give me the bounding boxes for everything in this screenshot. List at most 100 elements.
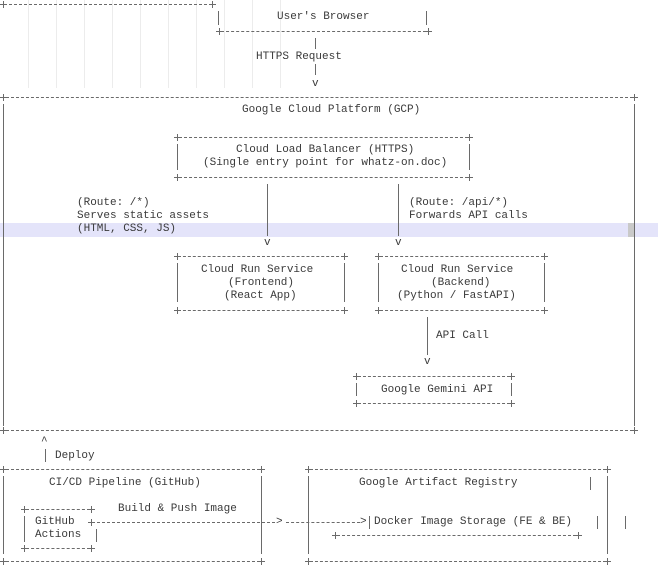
api-call-arrow-head: v <box>424 356 431 368</box>
deploy-connector <box>45 449 46 462</box>
gcp-left-border <box>3 104 4 426</box>
registry-title: Google Artifact Registry <box>359 477 518 489</box>
github-actions-top-border <box>26 509 90 510</box>
corner-plus <box>375 253 382 260</box>
line-highlight <box>0 223 658 237</box>
corner-plus <box>508 373 515 380</box>
corner-plus <box>216 28 223 35</box>
request-connector <box>315 64 316 75</box>
corner-plus <box>466 134 473 141</box>
corner-plus <box>0 94 7 101</box>
github-actions-bottom-border <box>26 548 90 549</box>
github-label: GitHub <box>35 516 75 528</box>
build-push-label: Build & Push Image <box>118 503 237 515</box>
corner-plus <box>575 532 582 539</box>
text-cursor <box>628 223 635 237</box>
load-balancer-right-border <box>469 144 470 170</box>
browser-label: User's Browser <box>277 11 370 23</box>
corner-plus <box>631 94 638 101</box>
corner-plus <box>209 1 216 8</box>
gcp-bottom-border <box>6 430 633 431</box>
corner-plus <box>541 253 548 260</box>
editor-guide <box>28 0 29 88</box>
editor-guide <box>56 0 57 88</box>
corner-plus <box>88 545 95 552</box>
frontend-route-label: (Route: /*) <box>77 197 150 209</box>
editor-guide <box>140 0 141 88</box>
deploy-arrow-head: ^ <box>41 436 48 448</box>
frontend-service-top-border <box>178 256 344 257</box>
corner-plus <box>174 134 181 141</box>
frontend-service-title: Cloud Run Service <box>201 264 314 276</box>
api-call-connector <box>427 317 428 355</box>
corner-plus <box>332 532 339 539</box>
corner-plus <box>353 400 360 407</box>
cicd-right-border <box>261 476 262 554</box>
corner-plus <box>21 506 28 513</box>
browser-left-border <box>218 11 219 25</box>
corner-plus <box>353 373 360 380</box>
registry-bottom-border <box>310 561 606 562</box>
browser-top-border <box>4 4 212 5</box>
corner-plus <box>21 545 28 552</box>
backend-service-top-border <box>380 256 544 257</box>
corner-plus <box>341 253 348 260</box>
backend-service-title: Cloud Run Service <box>401 264 514 276</box>
gemini-bottom-border <box>358 403 510 404</box>
editor-guide <box>112 0 113 88</box>
https-request-label: HTTPS Request <box>256 51 342 63</box>
corner-plus <box>508 400 515 407</box>
corner-plus <box>541 307 548 314</box>
frontend-service-role: (Frontend) <box>228 277 295 289</box>
actions-label: Actions <box>35 529 82 541</box>
corner-plus <box>305 558 312 565</box>
corner-plus <box>174 307 181 314</box>
storage-left-border <box>369 516 370 529</box>
request-arrow-head: v <box>312 78 319 90</box>
docker-storage-label: Docker Image Storage (FE & BE) <box>374 516 573 528</box>
load-balancer-left-border <box>177 144 178 170</box>
frontend-route-assets: (HTML, CSS, JS) <box>77 223 177 235</box>
github-actions-right-border <box>96 529 97 542</box>
gemini-top-border <box>358 376 510 377</box>
registry-right-border <box>607 476 608 554</box>
editor-guide <box>84 0 85 88</box>
storage-arrow-line <box>286 522 360 523</box>
corner-plus <box>258 558 265 565</box>
backend-service-right-border <box>544 263 545 302</box>
storage-right-border <box>597 516 598 529</box>
corner-plus <box>425 28 432 35</box>
corner-plus <box>174 253 181 260</box>
frontend-route-connector <box>267 184 268 236</box>
corner-plus <box>0 558 7 565</box>
frontend-service-tech: (React App) <box>224 290 297 302</box>
frontend-service-bottom-border <box>178 310 344 311</box>
registry-left-border <box>308 476 309 554</box>
corner-plus <box>88 506 95 513</box>
gcp-right-border <box>634 104 635 426</box>
backend-route-label: (Route: /api/*) <box>409 197 509 209</box>
corner-plus <box>258 466 265 473</box>
backend-service-tech: (Python / FastAPI) <box>397 290 516 302</box>
browser-right-border <box>426 11 427 25</box>
frontend-service-left-border <box>177 263 178 302</box>
storage-arrow-head: > <box>360 516 367 528</box>
backend-service-role: (Backend) <box>431 277 491 289</box>
build-push-arrow-head: > <box>276 516 283 528</box>
corner-plus <box>341 307 348 314</box>
backend-route-arrow-head: v <box>395 237 402 249</box>
corner-plus <box>466 174 473 181</box>
corner-plus <box>375 307 382 314</box>
load-balancer-bottom-border <box>179 177 468 178</box>
corner-plus <box>0 427 7 434</box>
corner-plus <box>604 466 611 473</box>
build-push-arrow-line <box>97 522 275 523</box>
registry-title-bar <box>590 477 591 490</box>
gcp-title: Google Cloud Platform (GCP) <box>242 104 421 116</box>
arrow-origin-plus <box>88 519 95 526</box>
backend-service-bottom-border <box>380 310 544 311</box>
editor-guide <box>224 0 225 88</box>
editor-guide <box>168 0 169 88</box>
corner-plus <box>631 427 638 434</box>
